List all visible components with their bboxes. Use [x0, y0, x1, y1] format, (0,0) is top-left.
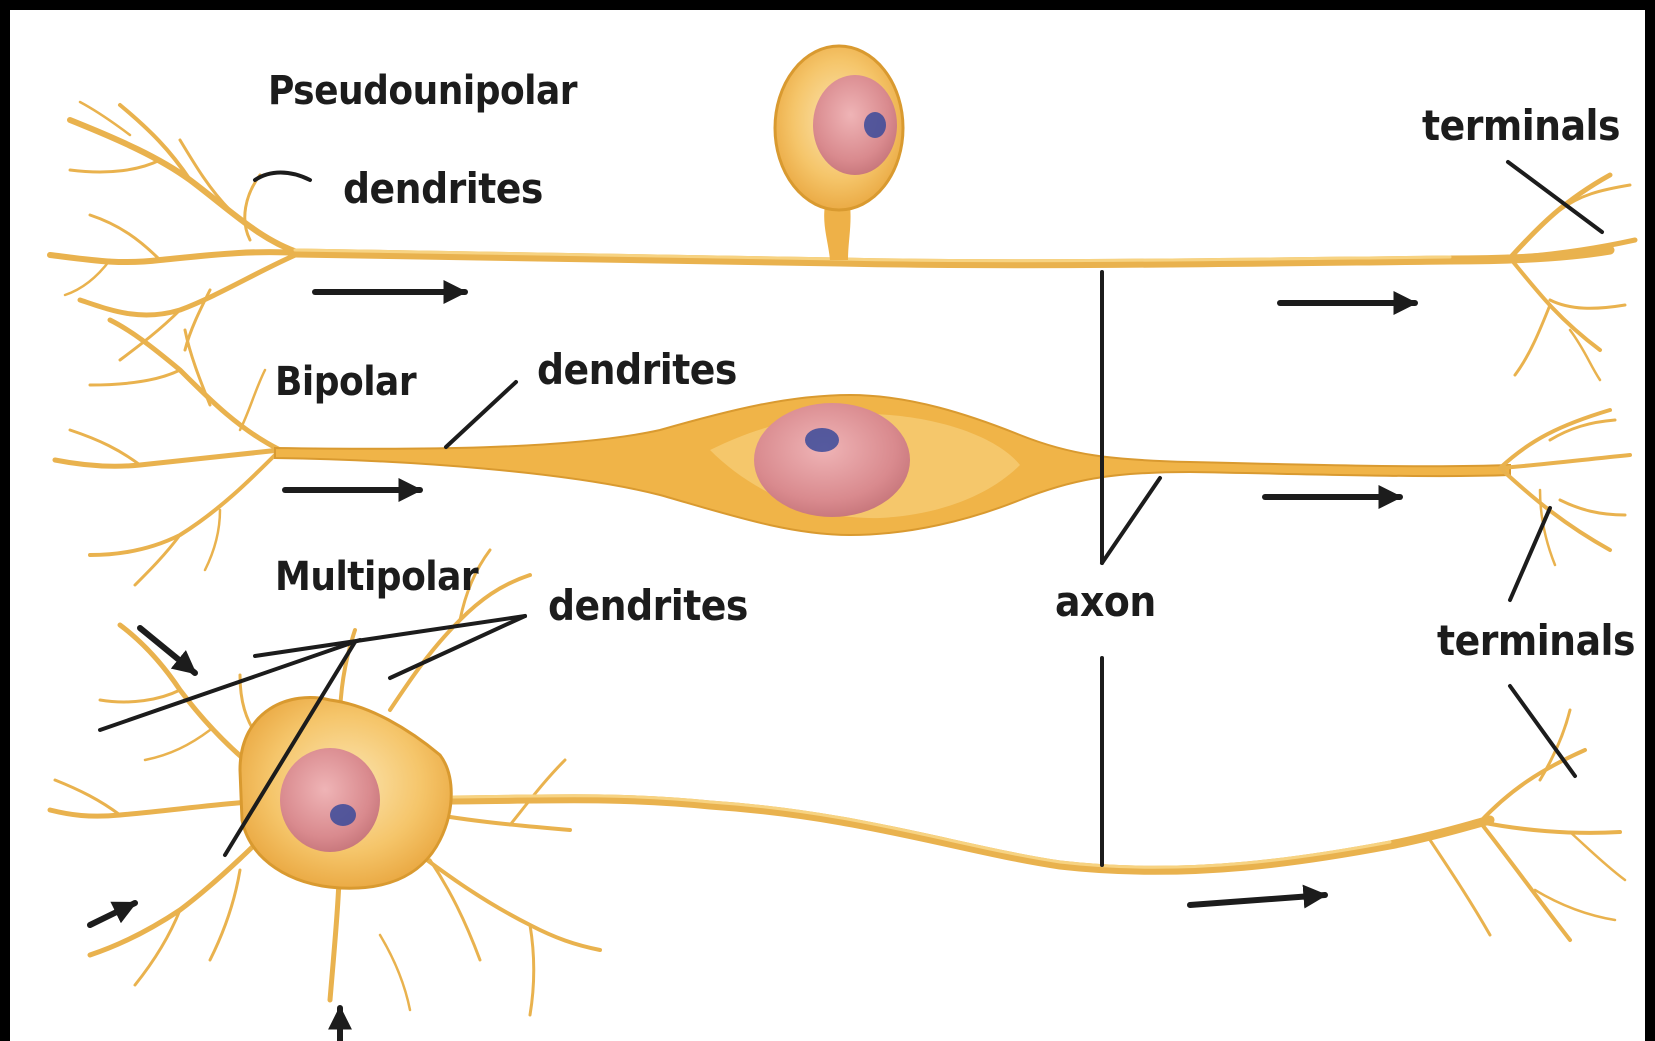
multipolar-dendrites-label: dendrites — [548, 581, 748, 630]
leader-pseudounipolar-dendrites — [255, 173, 310, 181]
leader-bottom-terminals — [1510, 686, 1575, 776]
arrow-multipolar-out — [1190, 895, 1325, 905]
bipolar-nucleus — [754, 403, 910, 517]
pseudounipolar-dendrites-label: dendrites — [343, 164, 543, 213]
pseudounipolar-dendrite-tree — [50, 102, 300, 360]
multipolar-neuron — [50, 550, 1625, 1015]
leader-bipolar-terminals — [1510, 508, 1550, 600]
multipolar-axon — [440, 799, 1490, 871]
bipolar-dendrites-label: dendrites — [537, 345, 737, 394]
leader-bipolar-dendrites — [446, 382, 516, 447]
labels: Pseudounipolar dendrites terminals Bipol… — [268, 68, 1635, 665]
leader-top-terminals — [1508, 162, 1602, 232]
leader-axon-bipolar — [1102, 478, 1160, 563]
diagram-panel: Pseudounipolar dendrites terminals Bipol… — [10, 10, 1645, 1041]
multipolar-title: Multipolar — [275, 554, 479, 600]
pseudounipolar-terminals — [1510, 175, 1635, 380]
bipolar-title: Bipolar — [275, 359, 417, 405]
multipolar-nucleus — [280, 748, 380, 852]
arrow-multipolar-in-2 — [90, 903, 135, 925]
bipolar-nucleolus — [805, 428, 839, 452]
bottom-terminals-label: terminals — [1437, 616, 1635, 665]
pseudounipolar-title: Pseudounipolar — [268, 68, 578, 114]
multipolar-nucleolus — [330, 804, 356, 826]
bipolar-dendrite-tree — [55, 320, 280, 585]
neuron-types-diagram: Pseudounipolar dendrites terminals Bipol… — [10, 10, 1645, 1041]
pseudounipolar-stalk — [824, 205, 850, 260]
pseudounipolar-nucleolus — [864, 112, 886, 138]
axon-label: axon — [1055, 577, 1156, 626]
bipolar-terminals — [1500, 410, 1630, 565]
top-terminals-label: terminals — [1422, 101, 1620, 150]
